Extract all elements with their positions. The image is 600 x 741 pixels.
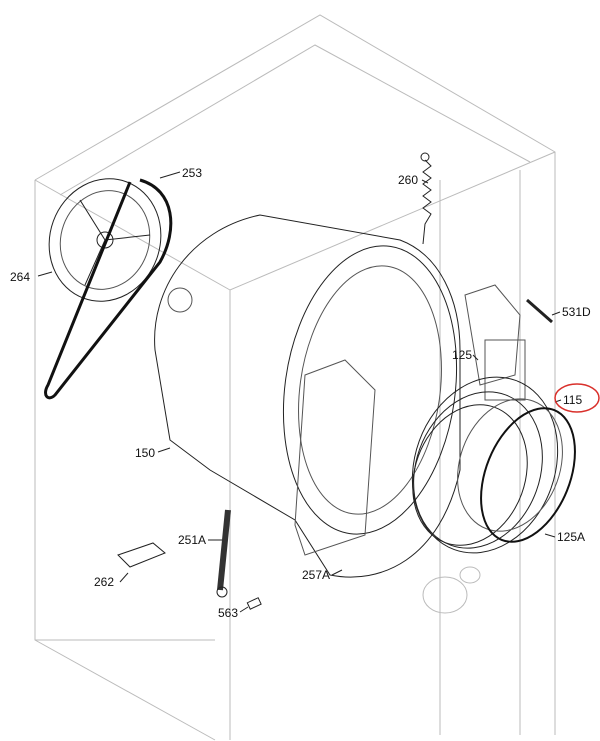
clamp-ring-part [480,407,576,543]
callout-264: 264 [10,270,30,284]
callout-125: 125 [452,348,472,362]
callout-253: 253 [182,166,202,180]
callout-260: 260 [398,173,418,187]
spring-part [420,152,432,245]
pin-part [246,597,262,610]
highlight-circle [554,383,600,413]
callout-262: 262 [94,575,114,589]
callout-115: 115 [563,393,582,407]
callout-150: 150 [135,446,155,460]
callout-531d: 531D [562,305,591,319]
door-seal-part [411,376,563,554]
callout-257a: 257A [302,568,330,582]
leader-lines [37,171,562,613]
callout-563: 563 [218,606,238,620]
damper-part [216,509,231,598]
callout-251a: 251A [178,533,206,547]
bolt-part [526,298,553,324]
cabinet-outline [34,14,556,741]
bracket-part [117,542,166,568]
callout-125a: 125A [557,530,585,544]
drive-belt [44,178,173,400]
tub-assembly [154,214,526,578]
